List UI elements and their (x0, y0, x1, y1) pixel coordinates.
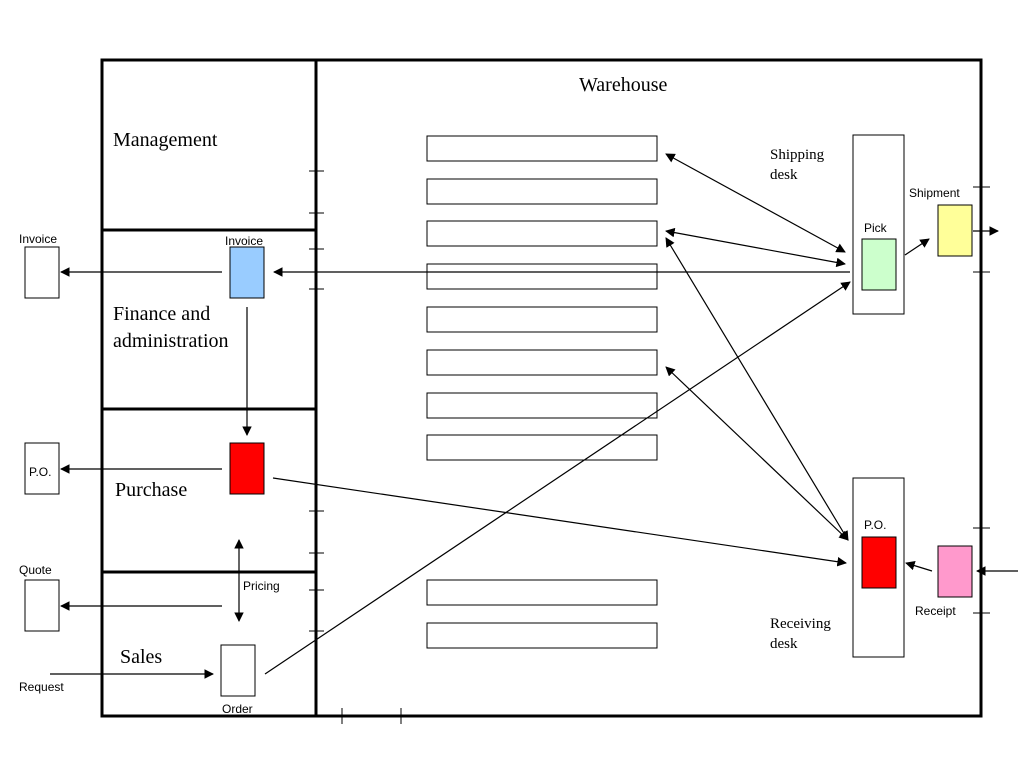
request-label: Request (19, 680, 64, 694)
storage-rack (426, 622, 658, 649)
finance-label-line2: administration (113, 330, 229, 352)
arrow-rack-receiving-2 (665, 366, 849, 541)
po-outer-label: P.O. (29, 465, 51, 479)
shipment-document (937, 204, 973, 257)
storage-rack (426, 392, 658, 419)
order-label: Order (222, 702, 253, 716)
external-quote-document (24, 579, 60, 632)
storage-rack (426, 220, 658, 247)
storage-rack (426, 579, 658, 606)
storage-racks (426, 135, 658, 649)
external-po-document (24, 442, 60, 495)
arrow-order-to-pick (264, 281, 851, 675)
warehouse-title: Warehouse (579, 74, 667, 96)
arrow-po-to-receiving (272, 477, 847, 567)
pricing-label: Pricing (243, 579, 280, 593)
storage-rack (426, 178, 658, 205)
receiving-desk-label-line1: Receiving (770, 616, 831, 632)
invoice-document (229, 246, 265, 299)
receipt-label: Receipt (915, 604, 956, 618)
invoice-outer-label: Invoice (19, 232, 57, 246)
outer-frame (100, 58, 983, 718)
pick-label: Pick (864, 221, 888, 235)
arrow-rack-shipping-2 (665, 227, 846, 268)
purchase-label: Purchase (115, 479, 187, 501)
storage-rack (426, 434, 658, 461)
shipping-desk-label-line2: desk (770, 167, 798, 183)
quote-outer-label: Quote (19, 563, 52, 577)
arrow-pick-to-shipment (904, 238, 930, 256)
divider-ticks (309, 170, 990, 724)
receiving-desk-label-line2: desk (770, 636, 798, 652)
storage-rack (426, 135, 658, 162)
pick-document (861, 238, 897, 291)
purchase-order-document (229, 442, 265, 495)
order-document (220, 644, 256, 697)
receiving-po-label: P.O. (864, 518, 886, 532)
storage-rack (426, 306, 658, 333)
receiving-po-document (861, 536, 897, 589)
finance-label-line1: Finance and (113, 303, 210, 325)
storage-rack (426, 349, 658, 376)
invoice-inner-label: Invoice (225, 234, 263, 248)
shipment-label: Shipment (909, 186, 960, 200)
receipt-document (937, 545, 973, 598)
flow-arrows (50, 153, 1018, 679)
storage-rack (426, 263, 658, 290)
arrow-receipt-to-po (905, 560, 933, 572)
sales-label: Sales (120, 646, 162, 668)
external-invoice-document (24, 246, 60, 299)
management-label: Management (113, 129, 218, 151)
arrow-rack-receiving-1 (665, 237, 849, 541)
shipping-desk-label-line1: Shipping (770, 147, 825, 163)
arrow-rack-shipping-1 (665, 153, 846, 253)
